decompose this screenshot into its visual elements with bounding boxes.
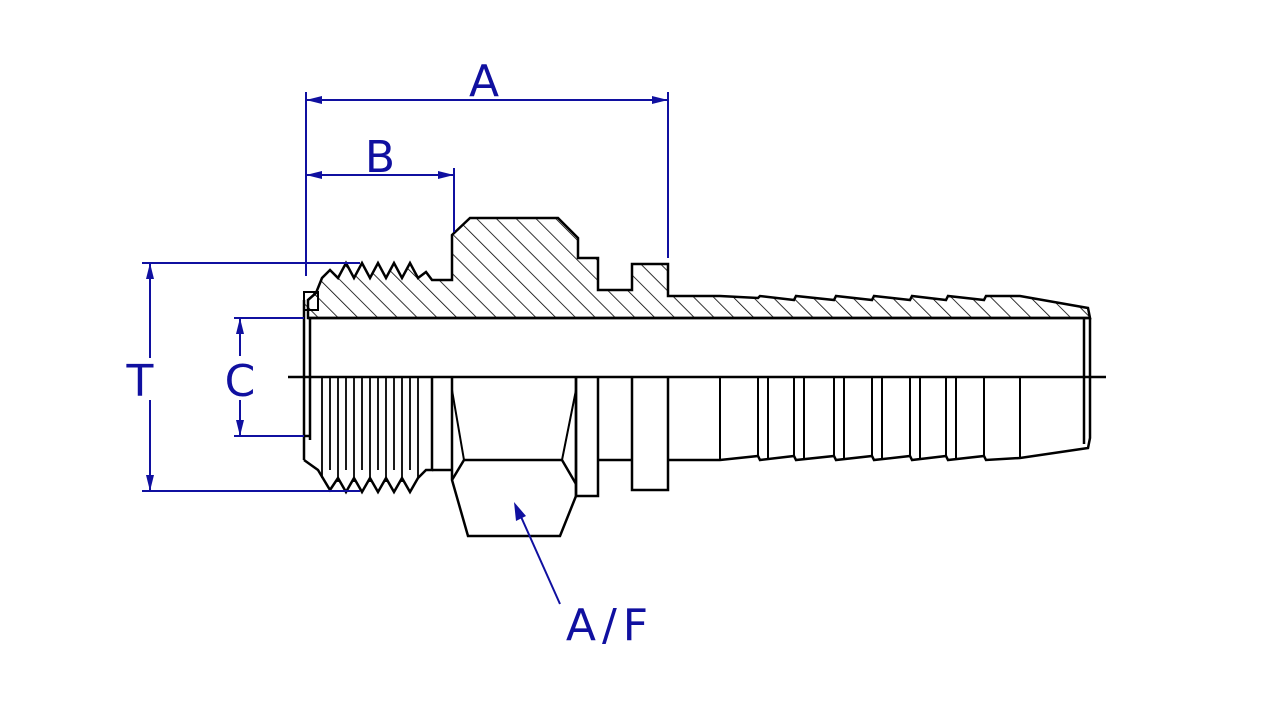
barb-outline (668, 318, 1092, 462)
hex-flat (450, 458, 578, 485)
dimension-af: A/F (514, 502, 654, 651)
fitting-outside-view (302, 300, 1092, 538)
dimension-t: T (126, 262, 360, 492)
dimension-c: C (225, 317, 304, 437)
hatched-section (306, 216, 1092, 320)
dimension-a: A (305, 56, 669, 276)
collar (630, 378, 670, 492)
thread-outline (303, 378, 434, 495)
label-b: B (365, 132, 395, 183)
label-af: A/F (566, 600, 654, 651)
label-t: T (126, 356, 154, 407)
thread-crest-lines (321, 378, 419, 482)
fitting-section-view (303, 216, 1092, 320)
hex-edge-right (561, 389, 577, 461)
hex-nut (450, 378, 578, 538)
label-a: A (469, 56, 499, 107)
groove (574, 378, 600, 498)
o-ring-seal (303, 291, 319, 311)
barb-lines (719, 378, 1021, 460)
hex-edge-left (451, 389, 465, 461)
dimension-b: B (306, 132, 455, 232)
label-c: C (225, 356, 256, 407)
